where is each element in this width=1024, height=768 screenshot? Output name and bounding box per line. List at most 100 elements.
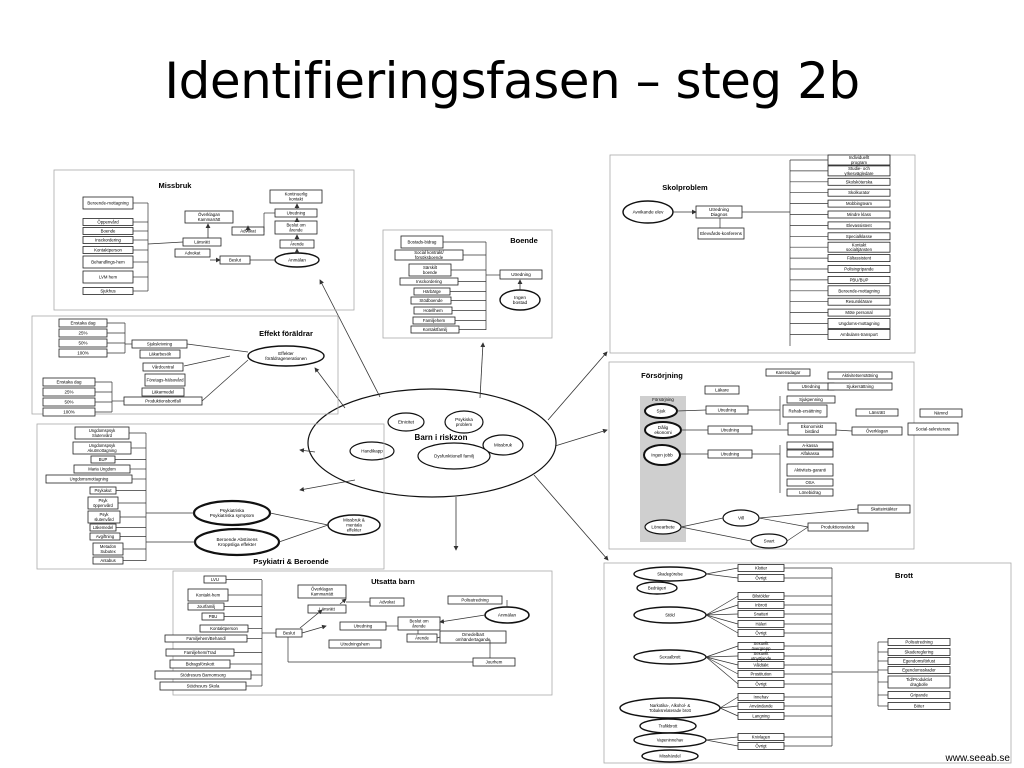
utsatta-left-6-label: Familjehem/Trad (184, 650, 217, 655)
forsorjning-vill-label: Vill (738, 516, 744, 521)
utsatta-utredning-label: Utredning (354, 624, 373, 629)
brott-mid-2-label: Bilstölder (752, 594, 770, 599)
connector-line (705, 614, 739, 634)
forsorjning-rehab (782, 404, 828, 418)
forsorjning-lansratt (855, 408, 899, 417)
psyk-left-11-label: Antabus (100, 558, 115, 563)
boende-panel (382, 229, 553, 339)
skol-right-14-label: Möte personal (845, 310, 872, 315)
forsorjning-karensdagar-label: Karensdagar (776, 370, 801, 375)
brott-mid-0-label: Klotter (755, 566, 768, 571)
boende-left-5-label: Stödboende (419, 298, 443, 303)
connector-line (680, 517, 724, 528)
utsatta-polisutredning (447, 595, 503, 605)
boende-utredning (499, 269, 543, 280)
utsatta-lansratt-label: Länsrätt (319, 607, 335, 612)
connector-line (719, 707, 739, 717)
connector-line (269, 512, 329, 526)
forsorjning-sjukersattning-label: Sjukersättning (846, 384, 874, 389)
connector-line (705, 614, 739, 625)
effekt-pct-b-1-label: 25% (64, 390, 73, 395)
forsorjning-sjukpenning-label: Sjukpenning (799, 397, 823, 402)
missbruk-panel (53, 169, 355, 311)
forsorjning-band-label: Försörjning (652, 397, 674, 402)
connector-line (705, 595, 739, 616)
skol-right-11-label: PBU/BUP (850, 278, 869, 283)
credit-text: www.seeab.se (945, 753, 1010, 764)
utsatta-arende-label: Ärende (415, 636, 429, 641)
effekt-mid-1-label: Läkarbesök (149, 352, 172, 357)
missbruk-mid-0 (184, 210, 234, 224)
missbruk-left-6-label: LVM hem (99, 275, 117, 280)
forsorjning-socialsekreterare-label: Social-sekreterare (916, 427, 951, 432)
psyk-left-5-label: Psykakut (95, 488, 113, 493)
brott-left-0-label: Skadegörelse (657, 572, 683, 577)
brott-right-0-label: Polisutredning (905, 640, 933, 645)
hub-item-2 (482, 434, 524, 456)
forsorjning-aktivitetsgaranti-label: Aktivitets-garanti (794, 468, 826, 473)
brott-left-5-label: Trafikbrott (659, 724, 679, 729)
connector-line (719, 705, 739, 709)
hub-item-4 (349, 441, 395, 461)
skol-right-16-label: Ambulans-transport (840, 332, 878, 337)
effekt-mid-2-label: Vårdcentral (152, 365, 174, 370)
effekt-mid-3-label: Företags-hälsovård (146, 378, 184, 383)
brott-mid-6-label: Övrigt (755, 631, 767, 636)
brott-right-2-label: Egendomsförlust (903, 659, 936, 664)
brott-mid-10-label: Prostitution (751, 672, 773, 677)
psyk-left-3-label: Maria Ungdom (88, 467, 116, 472)
utsatta-polisutredning-label: Polisutredning (461, 598, 489, 603)
missbruk-mid-1-label: Länsrätt (194, 240, 210, 245)
effekt-pct-a-0-label: Enstaka dag (70, 321, 96, 326)
connector-line (705, 613, 739, 616)
forsorjning-alfakassa (786, 449, 834, 458)
forsorjning-aktivitetsgaranti (786, 463, 834, 477)
utsatta-panel (172, 570, 553, 696)
forsorjning-svart-label: Svart (764, 539, 775, 544)
effekt-mid-3 (144, 373, 186, 387)
connector-line (186, 343, 249, 353)
skol-right-3-label: Skolkurator (848, 190, 870, 195)
center-hub-oval (307, 388, 557, 498)
forsorjning-panel (608, 361, 915, 550)
brott-title: Brott (895, 571, 913, 580)
forsorjning-akassa-label: A-kassa (802, 443, 818, 448)
boende-title: Boende (510, 236, 538, 245)
connector-line (278, 524, 329, 543)
skol-elevvards-label: Elevvårds-konferens (700, 230, 743, 236)
psykiatri-title: Psykiatri & Beroende (253, 557, 328, 566)
connector-line (183, 355, 231, 367)
connector-line (705, 656, 739, 675)
brott-mid-9-label: Våldtäkt (753, 663, 769, 668)
hub-spoke-2 (547, 351, 608, 421)
connector-line (786, 526, 809, 542)
forsorjning-sjukersattning (827, 382, 893, 391)
psyk-left-2-label: BUP (99, 457, 108, 462)
skol-right-5-label: Mindre klass (847, 212, 871, 217)
brott-left-4-label: Narkotika-, Alkohol- &Tobaksrelaterade b… (649, 703, 692, 713)
forsorjning-sjuk-label: Sjuk (657, 409, 667, 414)
forsorjning-utredning-c-label: Utredning (721, 428, 740, 433)
brott-mid-12-label: Innehav (754, 695, 770, 700)
connector-line (201, 359, 249, 402)
utsatta-title: Utsatta barn (371, 577, 415, 586)
connector-line (719, 696, 739, 709)
effekt-pct-a-2-label: 50% (78, 341, 87, 346)
forsorjning-socialsekreterare (907, 422, 959, 436)
center-hub-title: Barn i riskzon (415, 433, 468, 442)
hub-item-1 (444, 410, 484, 434)
effekt-pct-a-3-label: 100% (77, 351, 89, 356)
brott-left-2-label: Stöld (665, 613, 675, 618)
